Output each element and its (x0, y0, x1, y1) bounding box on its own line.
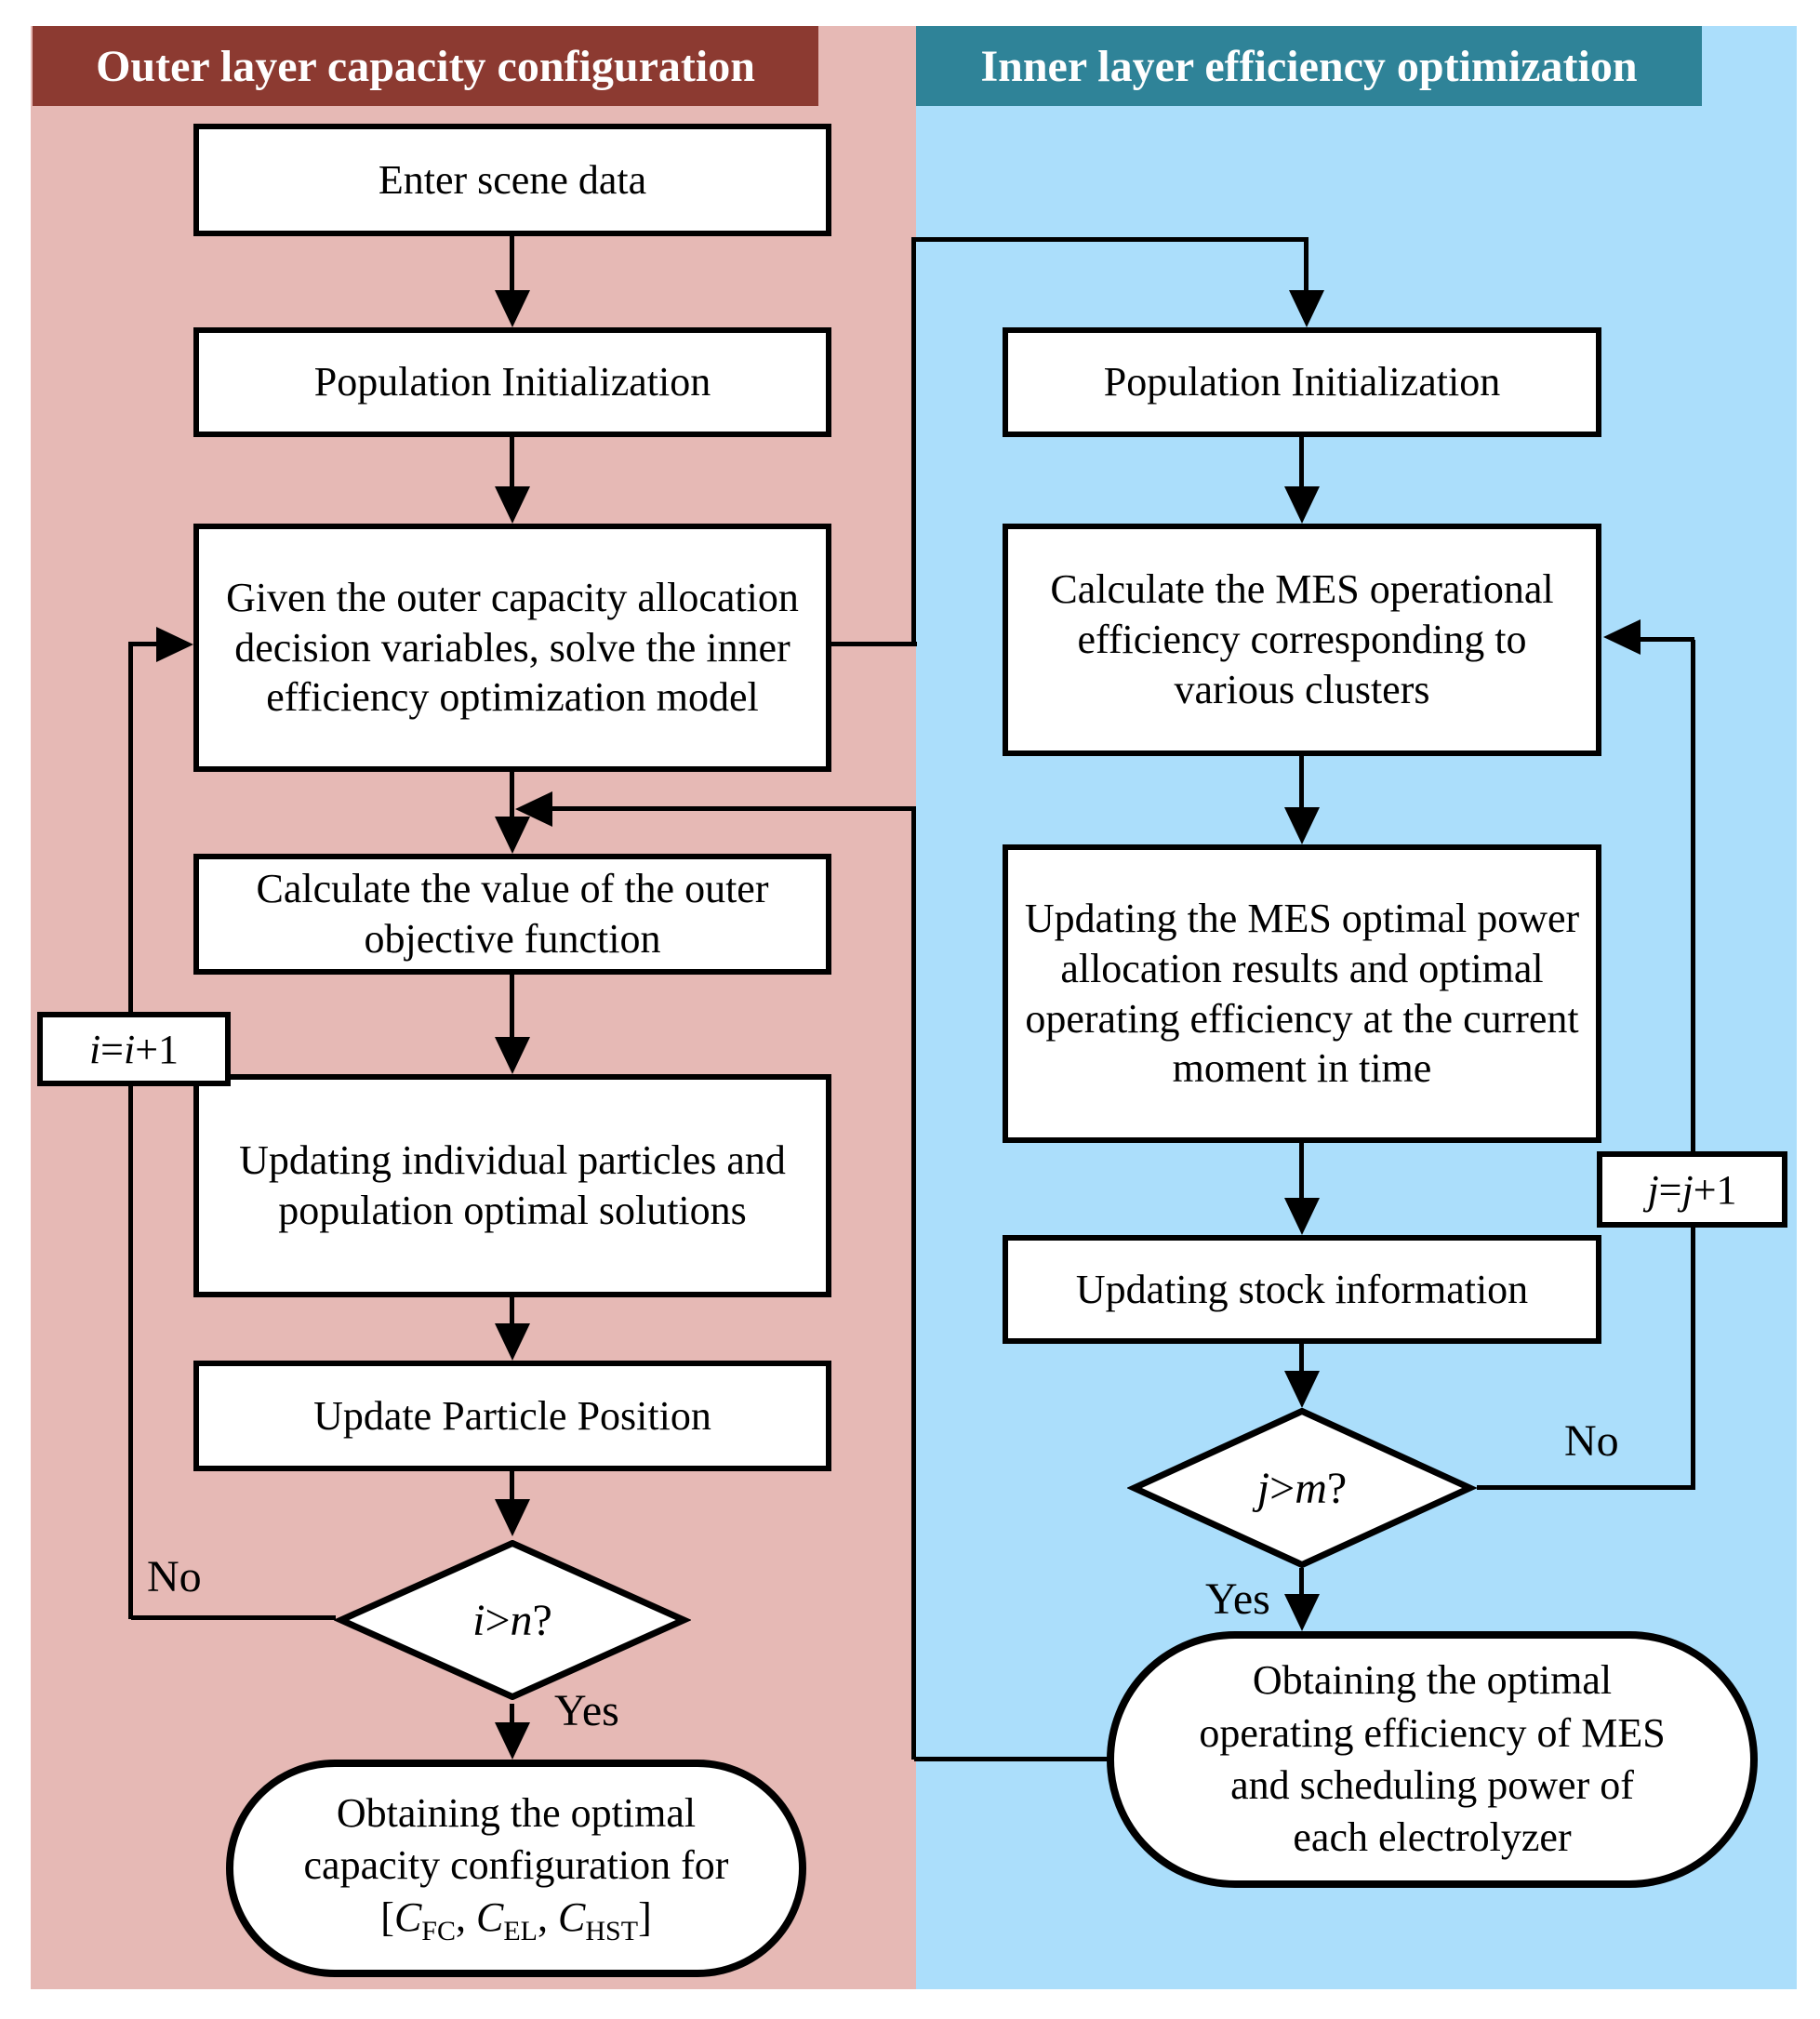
connector-line (510, 975, 514, 1040)
arrowhead-down-icon (495, 1037, 530, 1074)
arrowhead-right-icon (156, 627, 193, 662)
label-no-inner: No (1564, 1416, 1619, 1466)
arrowhead-down-icon (1284, 1371, 1320, 1408)
decision-j-greater-m: j>m? (1127, 1408, 1477, 1568)
terminal-line: capacity configuration for (303, 1841, 729, 1888)
terminal-line: and scheduling power of (1230, 1762, 1634, 1808)
inner-layer-header: Inner layer efficiency optimization (916, 26, 1702, 106)
arrowhead-down-icon (1284, 1594, 1320, 1631)
outer-layer-header: Outer layer capacity configuration (33, 26, 818, 106)
terminal-capacity-vector: [CFC, CEL, CHST] (380, 1894, 652, 1947)
cross-link-top-line (911, 237, 916, 646)
label-yes-inner: Yes (1205, 1574, 1270, 1624)
feedback-line (914, 1757, 1109, 1761)
arrowhead-down-icon (1284, 807, 1320, 844)
decision-i-text: i>n? (472, 1595, 552, 1645)
arrowhead-down-icon (1284, 486, 1320, 524)
node-inner-population-initialization: Population Initialization (1003, 327, 1601, 437)
terminal-line: operating efficiency of MES (1199, 1709, 1666, 1756)
node-calculate-outer-objective: Calculate the value of the outer objecti… (193, 854, 831, 975)
connector-line (1299, 1143, 1304, 1201)
node-j-counter: j=j+1 (1597, 1151, 1787, 1228)
node-i-counter: i=i+1 (37, 1012, 231, 1086)
node-updating-mes-results: Updating the MES optimal power allocatio… (1003, 844, 1601, 1143)
cross-link-top-line (1304, 237, 1309, 293)
arrowhead-down-icon (1284, 1198, 1320, 1235)
feedback-line (552, 806, 915, 811)
terminal-optimal-operating-efficiency: Obtaining the optimal operating efficien… (1107, 1631, 1758, 1888)
cross-link-top-line (831, 642, 917, 646)
connector-line (1299, 756, 1304, 810)
connector-line (510, 236, 514, 294)
label-no-outer: No (147, 1552, 202, 1601)
arrowhead-down-icon (495, 290, 530, 327)
i-counter-text: i (88, 1026, 101, 1072)
feedback-line (911, 806, 916, 1760)
node-calculate-mes-efficiency: Calculate the MES operational efficiency… (1003, 524, 1601, 756)
j-loop-line (1641, 637, 1694, 642)
i-loop-line (131, 1615, 336, 1620)
arrowhead-left-icon (1603, 619, 1641, 655)
node-update-particle-position: Update Particle Position (193, 1361, 831, 1471)
terminal-line: Obtaining the optimal (1252, 1657, 1613, 1704)
connector-line (1299, 1344, 1304, 1374)
arrowhead-left-icon (515, 791, 552, 827)
arrowhead-down-icon (1289, 290, 1324, 327)
connector-line (510, 1297, 514, 1327)
node-enter-scene-data: Enter scene data (193, 124, 831, 236)
label-yes-outer: Yes (554, 1686, 619, 1735)
terminal-optimal-capacity: Obtaining the optimal capacity configura… (226, 1760, 806, 1977)
connector-line (1299, 437, 1304, 489)
node-updating-individual-particles: Updating individual particles and popula… (193, 1074, 831, 1297)
connector-line (510, 1471, 514, 1503)
node-given-outer-variables: Given the outer capacity allocation deci… (193, 524, 831, 772)
terminal-line: Obtaining the optimal (336, 1789, 697, 1836)
node-outer-population-initialization: Population Initialization (193, 327, 831, 437)
j-loop-line (1477, 1485, 1695, 1490)
terminal-line: each electrolyzer (1293, 1814, 1572, 1861)
connector-line (510, 437, 514, 489)
cross-link-top-line (911, 237, 1309, 242)
connector-line (510, 1704, 514, 1726)
arrowhead-down-icon (495, 486, 530, 524)
diamond-shape (1127, 1408, 1477, 1568)
i-loop-line (128, 644, 133, 1619)
node-updating-stock-information: Updating stock information (1003, 1235, 1601, 1344)
j-loop-line (1691, 640, 1695, 1488)
arrowhead-down-icon (495, 1722, 530, 1760)
connector-line (510, 772, 514, 820)
arrowhead-down-icon (495, 1499, 530, 1536)
connector-line (1299, 1568, 1304, 1596)
decision-j-text: j>m? (1256, 1463, 1348, 1513)
decision-i-greater-n: i>n? (334, 1540, 691, 1700)
arrowhead-down-icon (495, 1323, 530, 1361)
diamond-shape (334, 1540, 691, 1700)
i-loop-line (128, 642, 160, 646)
